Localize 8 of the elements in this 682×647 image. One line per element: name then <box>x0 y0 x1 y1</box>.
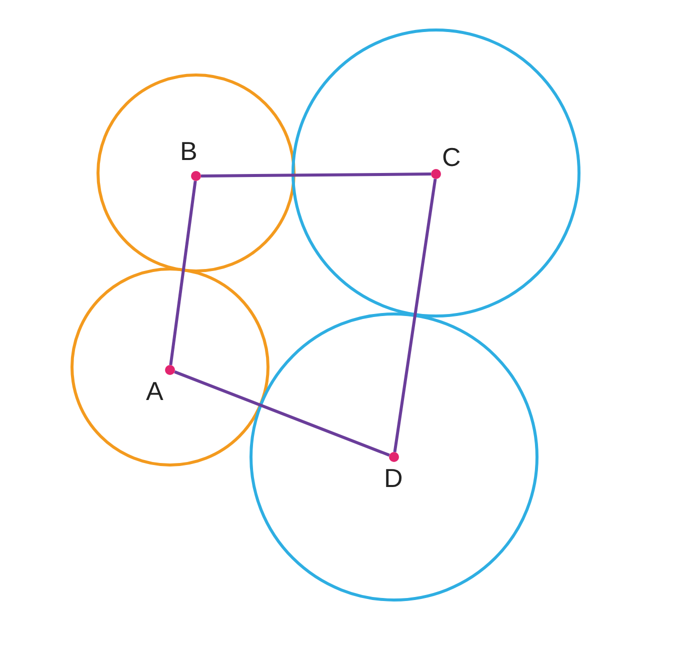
point-label: B <box>180 138 198 164</box>
line-segment <box>393 178 437 452</box>
point-label: D <box>384 465 403 491</box>
point-label: A <box>146 378 164 404</box>
line-segment <box>200 172 432 178</box>
line-segment <box>169 180 197 366</box>
line-segment <box>174 370 390 457</box>
point-label: C <box>442 144 461 170</box>
